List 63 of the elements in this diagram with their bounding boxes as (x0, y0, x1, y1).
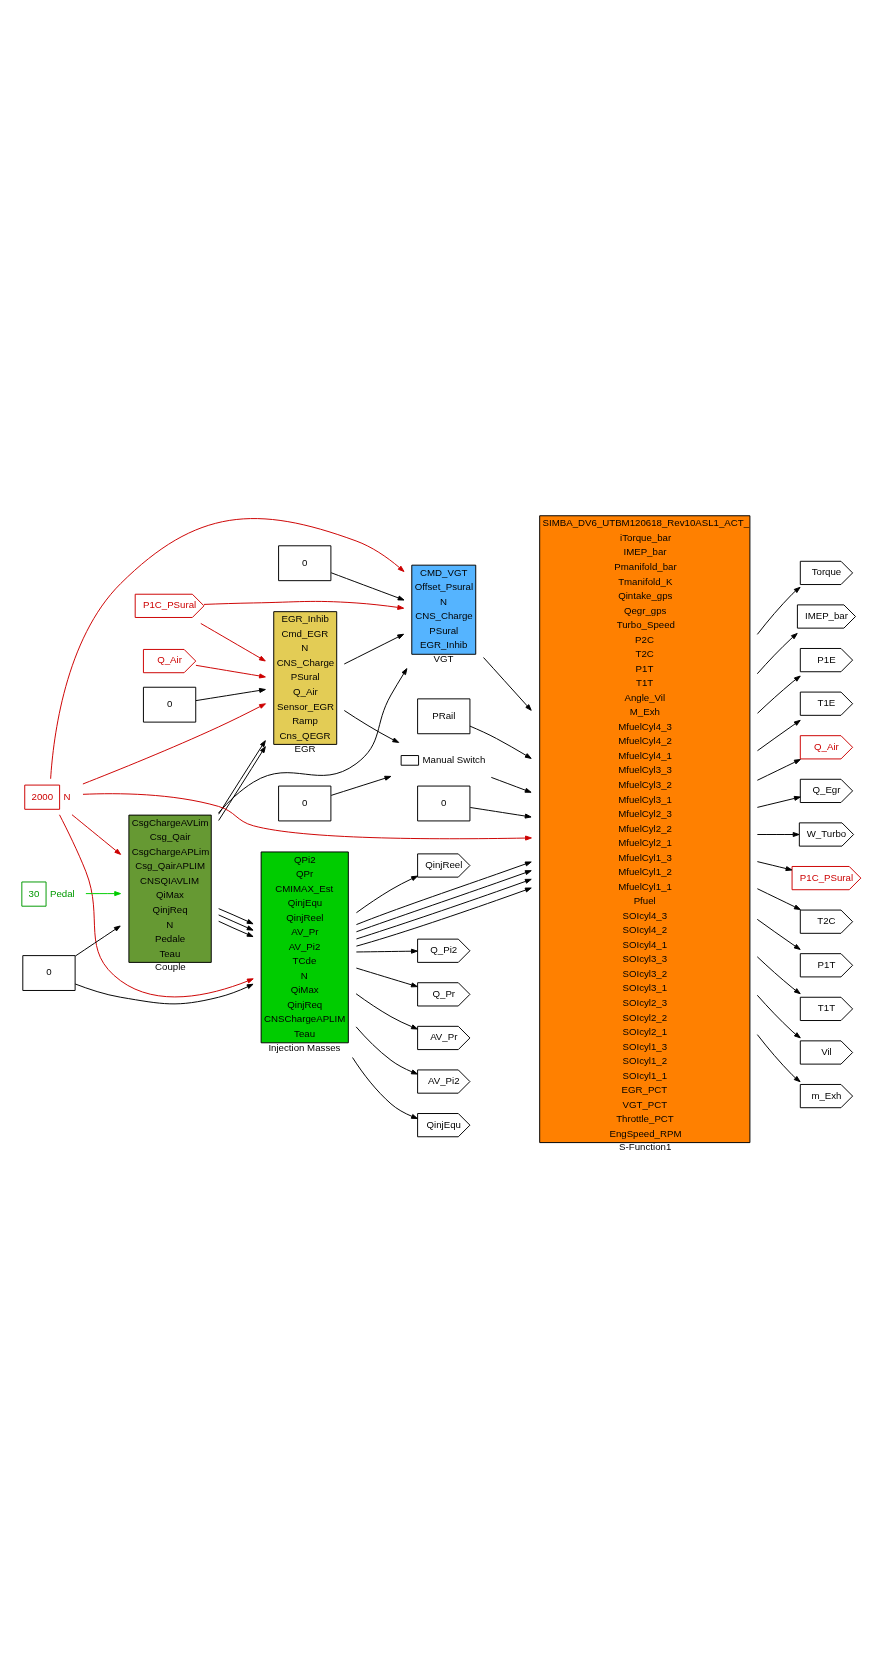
arrow (355, 878, 532, 939)
node-box: 0 (278, 544, 332, 581)
arrow (82, 792, 532, 841)
node-label: EGR (294, 742, 316, 754)
arrow (355, 967, 418, 987)
arrow (756, 887, 801, 910)
arrow (756, 918, 801, 950)
node-box: 0 (278, 785, 332, 821)
arrow (74, 983, 254, 1004)
node-box: 0 (22, 954, 76, 991)
arrow (756, 831, 800, 837)
node-label: VGT (433, 652, 454, 664)
node-box: 30 (21, 881, 47, 907)
arrow (218, 907, 254, 924)
arrow (330, 571, 405, 601)
arrow (756, 1033, 801, 1082)
node-box: 0 (142, 686, 197, 723)
arrow (469, 806, 532, 819)
node-label: S-Function1 (619, 1140, 672, 1152)
arrow (82, 702, 266, 784)
arrow (355, 875, 418, 913)
arrow (469, 725, 532, 759)
arrow (352, 1056, 418, 1119)
node-switch (400, 754, 420, 766)
arrow (343, 633, 405, 664)
arrow (756, 994, 801, 1038)
arrow (756, 586, 801, 635)
arrow (195, 664, 266, 678)
arrow (195, 687, 266, 701)
arrow (483, 656, 532, 711)
node-label: Manual Switch (422, 753, 486, 765)
node-box: 2000 (24, 784, 61, 810)
arrow (490, 776, 532, 793)
node-label: N (63, 790, 71, 802)
arrow (71, 813, 122, 855)
node-label: Injection Masses (268, 1041, 341, 1053)
arrow (85, 890, 121, 896)
arrow (757, 675, 801, 714)
arrow (330, 775, 392, 796)
arrow (756, 758, 801, 781)
node-box: 0 (417, 785, 471, 821)
node-box: PRail (417, 697, 471, 734)
arrow (355, 1025, 418, 1075)
arrow (203, 600, 405, 610)
arrow (74, 925, 121, 956)
arrow (756, 632, 798, 674)
arrow (355, 869, 532, 932)
arrow (343, 709, 400, 743)
arrow (218, 667, 408, 813)
arrow (756, 795, 801, 808)
arrow (218, 920, 254, 937)
node-label: Couple (155, 960, 186, 972)
arrow (355, 948, 418, 954)
node-label: Pedal (49, 887, 75, 899)
arrow (756, 860, 793, 871)
arrow (355, 992, 418, 1029)
arrow (756, 955, 801, 994)
arrow (50, 517, 405, 779)
arrow (355, 861, 532, 925)
arrow (355, 887, 532, 947)
arrow (757, 719, 801, 751)
arrow (200, 622, 266, 661)
arrow (218, 913, 254, 931)
